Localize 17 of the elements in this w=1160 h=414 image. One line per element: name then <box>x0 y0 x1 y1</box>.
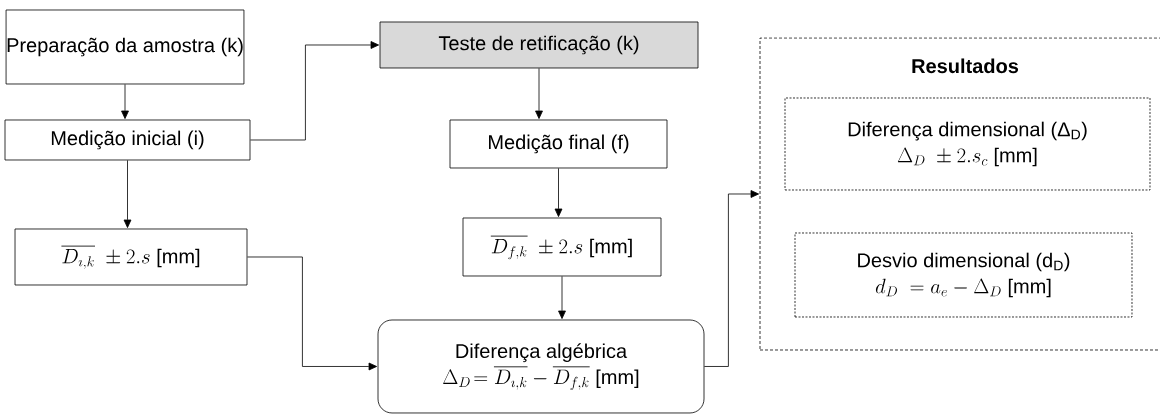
process-box: Preparação da amostra (k) <box>5 9 245 85</box>
result-box: $\overline{D_{f,k}}\ \pm 2.s\text{ [mm]}$ <box>462 217 662 277</box>
arrow <box>250 41 380 141</box>
arrow <box>558 276 566 319</box>
arrow <box>121 84 129 119</box>
arrow <box>554 168 563 217</box>
dashed-box: Diferença dimensional (Δ$_{D}$) $\Delta_D\ \pm 2.s_c\text{ [mm]}$ <box>784 97 1151 191</box>
arrow <box>123 160 132 228</box>
process-box: Medição final (f) <box>449 119 668 169</box>
process-box: Teste de retificação (k) <box>379 21 699 69</box>
process-box: Medição inicial (i) <box>4 119 251 161</box>
result-box: $\overline{D_{\imath,k}}\ \pm 2.s\text{ [mm]}$ <box>14 228 248 286</box>
arrow <box>535 68 543 119</box>
arrow <box>247 256 378 371</box>
dashed-box: Desvio dimensional (d$_{D}$) $d_D\ = a_e - \Delta_D\text{ [mm]}$ <box>794 232 1133 318</box>
rounded-box: Diferença algébrica $\Delta_D\!= \overline{D_{\imath,k}} - \overline{D_{f,k}}\text{ [mm]}$ <box>377 319 705 414</box>
arrow <box>704 190 759 367</box>
